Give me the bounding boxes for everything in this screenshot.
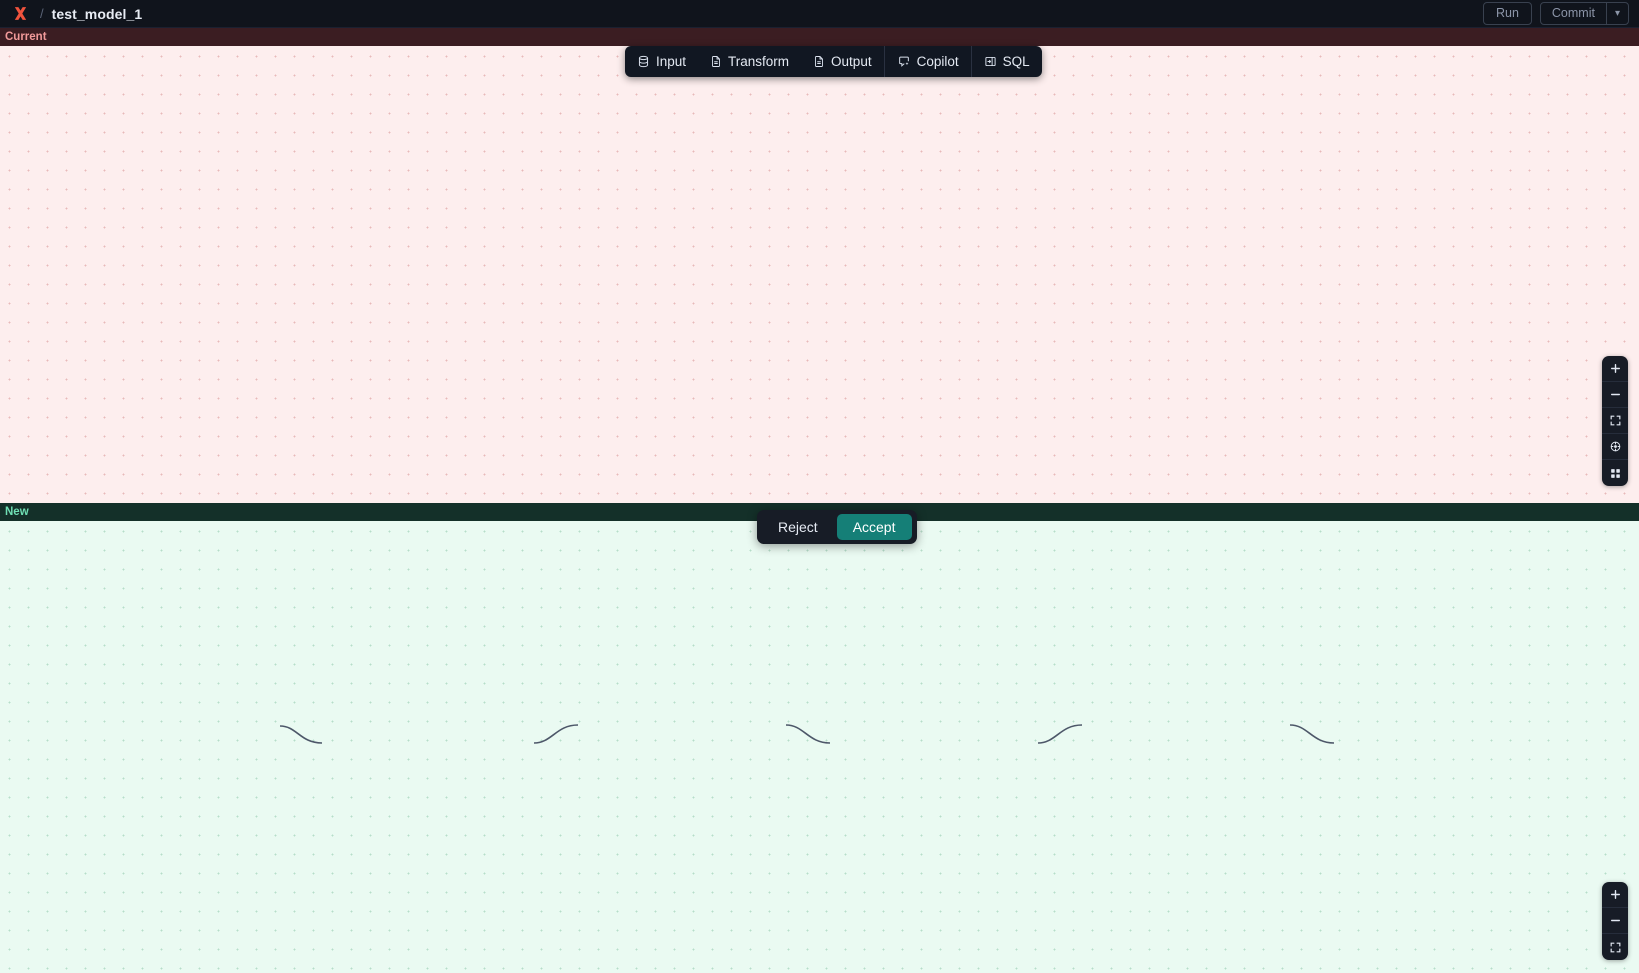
toolbar-item-output[interactable]: Output	[801, 46, 884, 77]
database-icon	[637, 55, 650, 68]
toolbar-item-sql[interactable]: SQL	[970, 46, 1042, 77]
run-button[interactable]: Run	[1482, 2, 1532, 25]
toolbar-item-copilot-label: Copilot	[916, 54, 959, 69]
edge-layer	[279, 724, 1335, 744]
minus-icon[interactable]	[1602, 382, 1628, 408]
x-logo-icon[interactable]	[10, 4, 30, 24]
zoom-controls-new	[1602, 882, 1628, 960]
pane-label-current: Current	[0, 28, 1639, 46]
copilot-sparkle-icon	[897, 55, 911, 68]
document-icon	[813, 55, 825, 68]
reject-button[interactable]: Reject	[778, 519, 818, 535]
plus-icon[interactable]	[1602, 356, 1628, 382]
node-insert-toolbar: Input Transform Output Copilot	[625, 46, 1042, 77]
toolbar-item-input[interactable]: Input	[625, 46, 698, 77]
commit-button-group[interactable]: Commit ▾	[1539, 2, 1629, 25]
breadcrumb-separator: /	[40, 6, 44, 21]
sql-panel-icon	[984, 55, 997, 68]
mini-map-icon[interactable]	[1602, 460, 1628, 486]
lock-interactivity-icon[interactable]	[1602, 434, 1628, 460]
commit-button[interactable]: Commit	[1551, 6, 1595, 20]
toolbar-item-input-label: Input	[656, 54, 687, 69]
page-title: test_model_1	[51, 5, 143, 22]
chevron-down-icon[interactable]: ▾	[1605, 3, 1628, 24]
toolbar-item-output-label: Output	[831, 54, 872, 69]
toolbar-item-transform-label: Transform	[728, 54, 790, 69]
fit-view-icon[interactable]	[1602, 934, 1628, 960]
document-icon	[710, 55, 722, 68]
toolbar-item-sql-label: SQL	[1002, 54, 1030, 69]
canvas-pane-new[interactable]: New fct_github_pull_requests Mode	[0, 503, 1639, 973]
diff-decision-bar: Reject Accept	[757, 510, 917, 544]
topbar-actions: Run Commit ▾	[1482, 2, 1629, 25]
accept-button[interactable]: Accept	[836, 514, 912, 540]
zoom-controls-current	[1602, 356, 1628, 486]
toolbar-item-transform[interactable]: Transform	[698, 46, 801, 77]
app-topbar: / test_model_1 Run Commit ▾	[0, 0, 1639, 28]
plus-icon[interactable]	[1602, 882, 1628, 908]
minus-icon[interactable]	[1602, 908, 1628, 934]
canvas-pane-current[interactable]: Current	[0, 28, 1639, 503]
fit-view-icon[interactable]	[1602, 408, 1628, 434]
toolbar-item-copilot[interactable]: Copilot	[883, 46, 971, 77]
